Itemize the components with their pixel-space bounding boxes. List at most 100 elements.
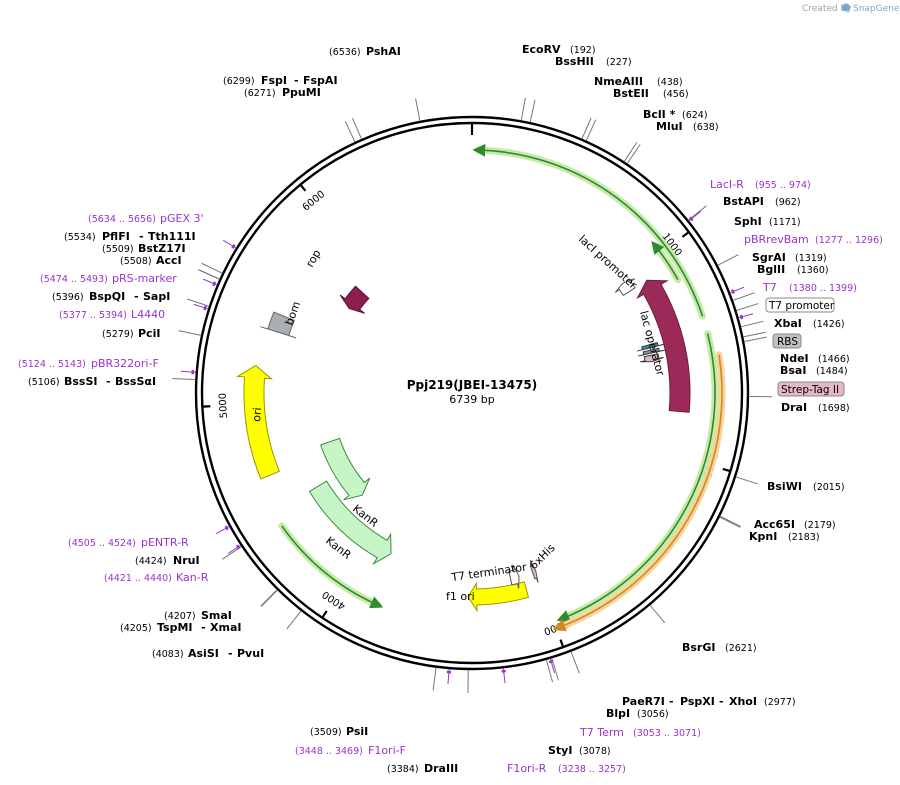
primer-mark-7 <box>224 525 229 531</box>
site-name-mlui: MluI <box>656 120 683 133</box>
site-line-8 <box>626 144 641 164</box>
primer-name-t7: T7 <box>762 281 777 294</box>
primer-range-f1ori-r: (3238 .. 3257) <box>558 764 626 775</box>
site-name-ecorv: EcoRV <box>522 43 561 56</box>
site-name-pshai: PshAI <box>366 45 401 58</box>
site-line-30 <box>172 378 196 381</box>
primer-range-f1ori-f: (3448 .. 3469) <box>295 746 363 757</box>
primer-range-pbrrevbam: (1277 .. 1296) <box>815 235 883 246</box>
site-name-tspmi: TspMI <box>157 621 193 634</box>
feature-label-ori: ori <box>250 407 264 422</box>
site-line-2 <box>344 120 356 143</box>
site-pos-ndei: (1466) <box>818 354 850 365</box>
site-pos-drai-1: (1698) <box>818 403 850 414</box>
site-pos-bsrgi: (2621) <box>725 643 757 654</box>
site-pos-pflfi: (5534) <box>64 232 96 243</box>
arc-expression-cds <box>556 333 716 623</box>
credit-label: Created by <box>802 4 852 14</box>
site-name-bstapi: BstAPI <box>723 195 764 208</box>
primer-mark-3 <box>548 659 554 664</box>
primer-range-laci-r: (955 .. 974) <box>755 180 811 191</box>
site-name-nrui: NruI <box>173 554 200 567</box>
site-line-34 <box>198 269 220 280</box>
feature-label-f1-ori: f1 ori <box>446 590 475 603</box>
site-pos-ppumi: (6271) <box>244 88 276 99</box>
site-name-sgrai: SgrAI <box>752 251 786 264</box>
site-line-28 <box>260 589 278 607</box>
primer-name-pentr-r: pENTR-R <box>141 536 189 549</box>
site-name-acc65i: Acc65I <box>754 518 795 531</box>
feature-label-bom: bom <box>283 300 304 327</box>
ruler-label-6: 6000 <box>301 189 328 214</box>
primer-name-pbr322ori-f: pBR322ori-F <box>91 357 159 370</box>
feature-kanr-1 <box>320 437 371 501</box>
feature-label-laci-promoter: lacI promoter <box>576 233 640 292</box>
site-name-pvui: PvuI <box>237 647 264 660</box>
site-pos-acc65i: (2179) <box>804 520 836 531</box>
ruler-tick-3 <box>559 639 565 648</box>
site-pos-sgrai: (1319) <box>795 253 827 264</box>
site-name-sphi: SphI <box>734 215 762 228</box>
site-name-nmeaiii: NmeAIII <box>594 75 643 88</box>
feature-6xhis <box>529 560 539 583</box>
site-line-17 <box>735 476 759 485</box>
site-name-bsssai: BssSαI <box>115 375 156 388</box>
site-line-25 <box>432 667 437 691</box>
ruler-tick-2 <box>722 467 731 473</box>
site-line-20 <box>649 604 666 624</box>
site-pos-styi: (3078) <box>579 746 611 757</box>
site-pos-nmeaiii: (438) <box>657 77 683 88</box>
site-pos-acci: (5508) <box>120 256 152 267</box>
site-line-0 <box>415 98 421 122</box>
site-name-xmai: XmaI <box>210 621 241 634</box>
site-line-31 <box>178 330 202 336</box>
plasmid-name: Ppj219(JBEI-13475) <box>407 378 538 392</box>
primer-range-kan-r: (4421 .. 4440) <box>104 573 172 584</box>
t7-promoter-label: T7 promoter <box>768 300 835 312</box>
site-pos-pcii: (5279) <box>102 329 134 340</box>
site-line-7 <box>623 142 638 162</box>
site-pos-bsiwi: (2015) <box>813 482 845 493</box>
site-sep-tspmi: - <box>201 621 206 634</box>
site-line-27 <box>260 589 278 607</box>
site-sep-pspxi: - <box>719 695 724 708</box>
site-name-bcli: BclI * <box>643 108 676 121</box>
rbs-box <box>772 333 802 349</box>
site-pos-blpi: (3056) <box>637 709 669 720</box>
primer-name-prs-marker: pRS-marker <box>112 272 177 285</box>
primer-range-pentr-r: (4505 .. 4524) <box>68 538 136 549</box>
site-name-pflfi: PflFI <box>102 230 130 243</box>
site-name-bstz17i: BstZ17I <box>138 242 186 255</box>
ruler-tick-6 <box>299 183 307 192</box>
primer-name-f1ori-f: F1ori-F <box>368 744 406 757</box>
primer-range-prs-marker: (5474 .. 5493) <box>40 274 108 285</box>
site-pos-asisi: (4083) <box>152 649 184 660</box>
site-line-1 <box>351 117 362 140</box>
site-name-bsteii: BstEII <box>613 87 649 100</box>
feature-f1-ori <box>467 581 530 613</box>
site-line-35 <box>201 262 223 274</box>
feature-laci-promoter <box>614 278 636 297</box>
site-sep-paer7i: - <box>669 695 674 708</box>
feature-rbs-mark <box>638 347 665 357</box>
site-line-5 <box>581 117 592 139</box>
primer-name-laci-r: LacI-R <box>710 178 744 191</box>
site-pos-kpni: (2183) <box>788 532 820 543</box>
site-pos-xbai: (1426) <box>813 319 845 330</box>
plasmid-length: 6739 bp <box>449 393 494 406</box>
site-pos-smai: (4207) <box>164 611 196 622</box>
primer-name-pgex3: pGEX 3' <box>160 212 204 225</box>
site-name-ppumi: PpuMI <box>282 86 321 99</box>
primer-mark-1 <box>731 289 735 294</box>
ruler-label-4: 4000 <box>321 588 348 611</box>
site-pos-fspi: (6299) <box>223 76 255 87</box>
site-sep-bsssi: - <box>106 375 111 388</box>
t7-promoter-box <box>765 297 835 313</box>
feature-bom <box>260 311 297 339</box>
site-pos-bsshii: (227) <box>606 57 632 68</box>
feature-lac-operator <box>637 342 664 352</box>
site-name-fspi: FspI <box>261 74 287 87</box>
feature-kanr-2 <box>308 480 392 566</box>
site-name-bsshii: BssHII <box>555 55 594 68</box>
primer-mark-0 <box>689 216 694 222</box>
